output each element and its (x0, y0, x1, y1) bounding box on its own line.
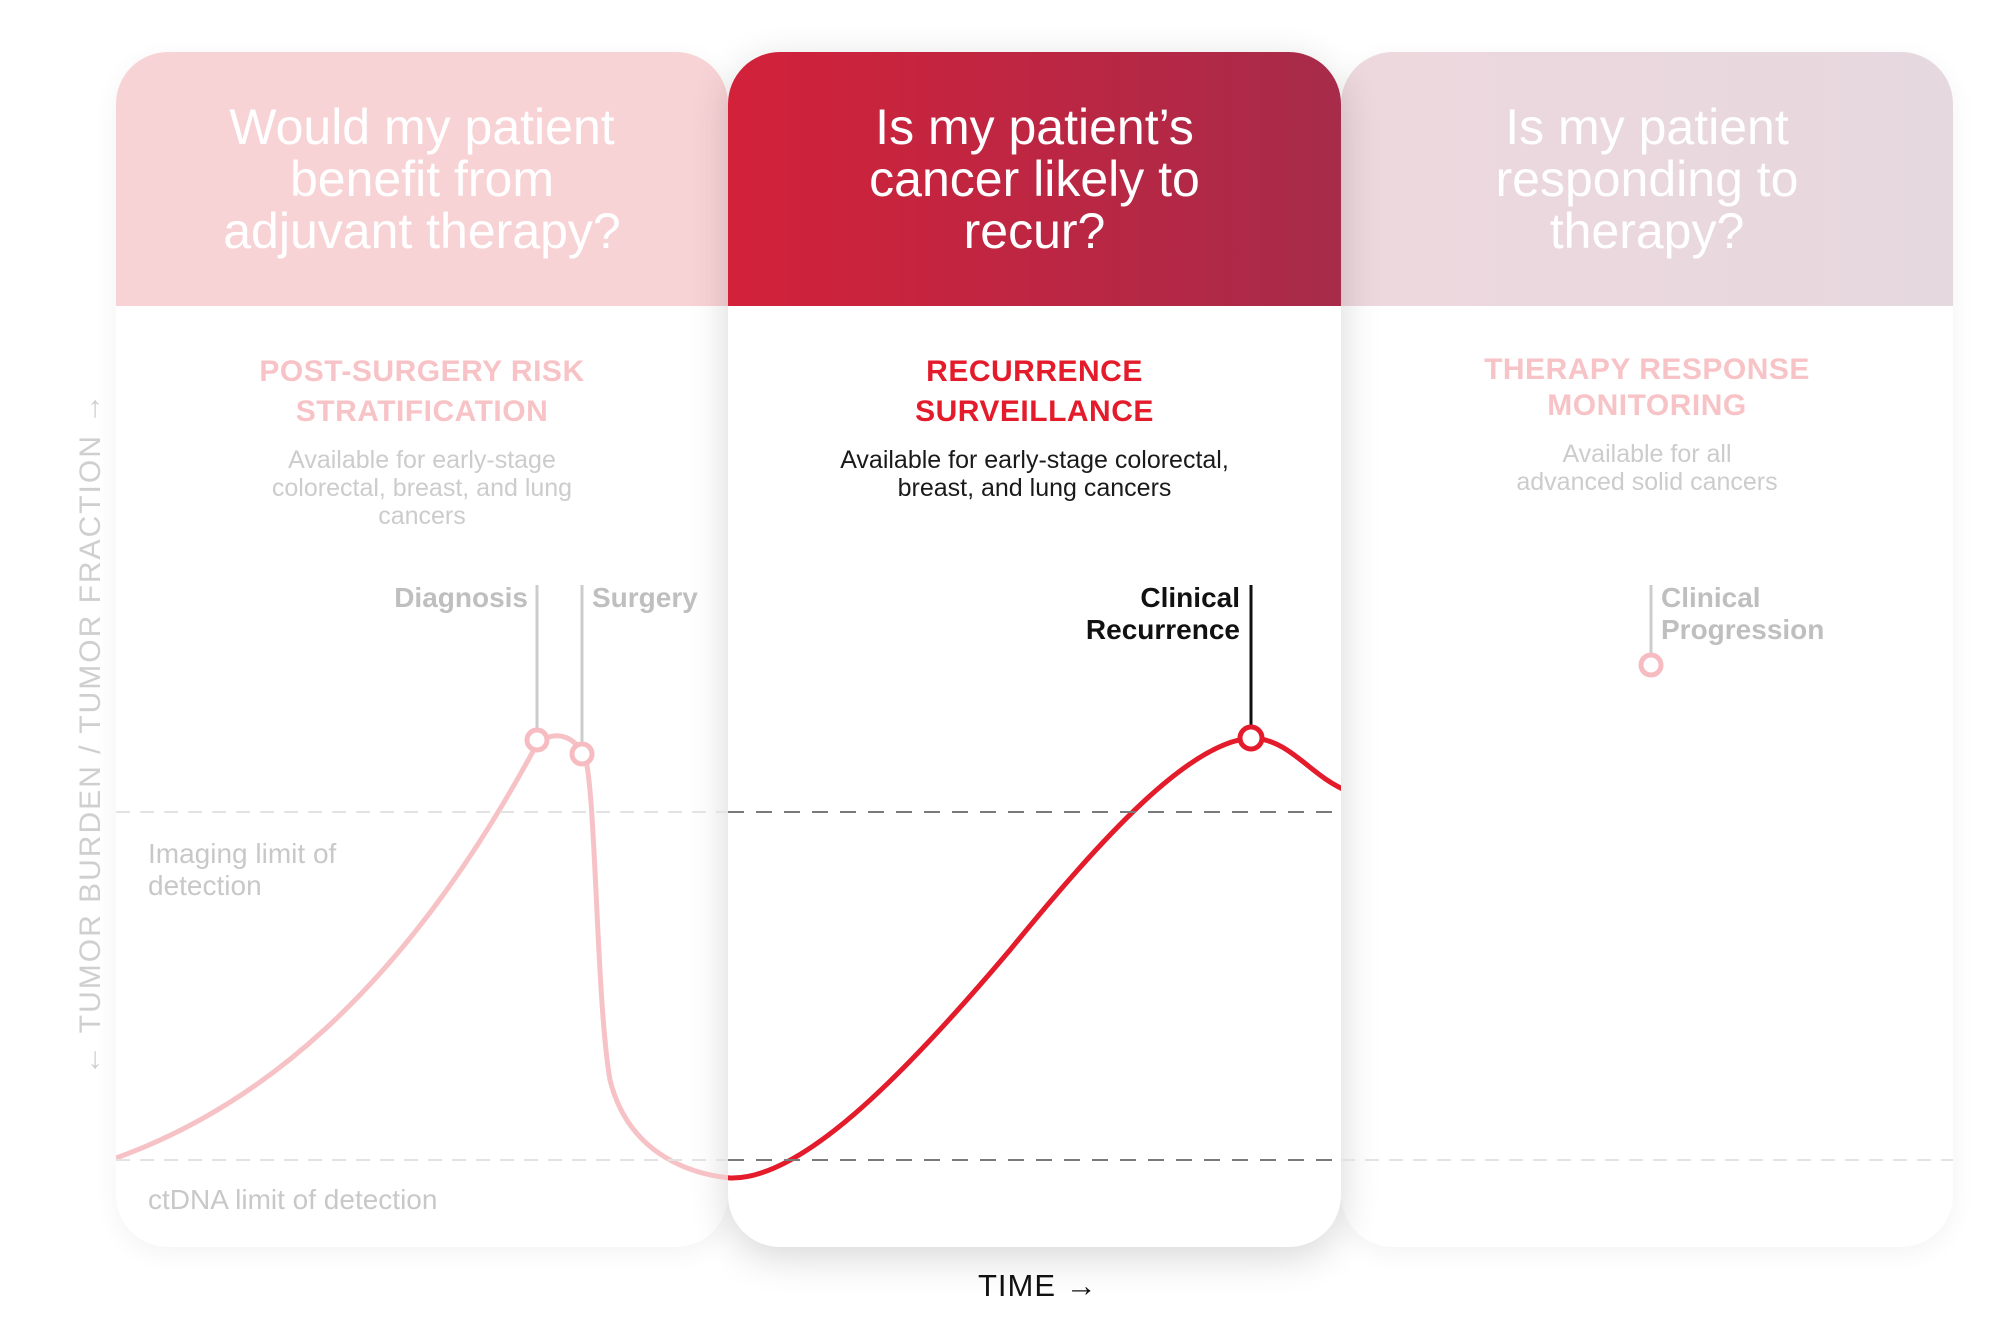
panel-therapy-response: Is my patient responding to therapy? THE… (1341, 52, 1953, 1247)
panel-post-surgery: Would my patient benefit from adjuvant t… (116, 52, 728, 1247)
panel-header-middle: Is my patient’s cancer likely to recur? (728, 52, 1341, 306)
diagnosis-label: Diagnosis (394, 582, 528, 613)
ctdna-limit-label: ctDNA limit of detection (148, 1184, 438, 1215)
clinical-progression-label: Clinical Progression (1661, 582, 1825, 645)
surgery-label: Surgery (592, 582, 698, 613)
panel-header-right: Is my patient responding to therapy? (1341, 52, 1953, 306)
availability-right: Available for all advanced solid cancers (1516, 440, 1778, 496)
imaging-limit-label: Imaging limit of detection (148, 838, 337, 901)
availability-left: Available for early-stage colorectal, br… (271, 446, 573, 530)
question-adjuvant: Would my patient benefit from adjuvant t… (223, 99, 621, 259)
question-responding: Is my patient responding to therapy? (1495, 99, 1799, 259)
availability-middle: Available for early-stage colorectal, br… (840, 446, 1229, 502)
title-risk-stratification: POST-SURGERY RISK STRATIFICATION (259, 355, 585, 428)
question-recur: Is my patient’s cancer likely to recur? (869, 99, 1200, 259)
panel-recurrence-surveillance: Is my patient’s cancer likely to recur? … (728, 52, 1341, 1247)
panel-header-left: Would my patient benefit from adjuvant t… (116, 52, 728, 306)
title-therapy-response: THERAPY RESPONSE MONITORING (1484, 353, 1810, 422)
title-recurrence-surveillance: RECURRENCE SURVEILLANCE (915, 355, 1154, 428)
x-axis-label: TIME → (978, 1268, 1098, 1303)
y-axis-label: ← TUMOR BURDEN / TUMOR FRACTION → (74, 391, 107, 1075)
clinical-recurrence-label: Clinical Recurrence (1085, 582, 1240, 645)
